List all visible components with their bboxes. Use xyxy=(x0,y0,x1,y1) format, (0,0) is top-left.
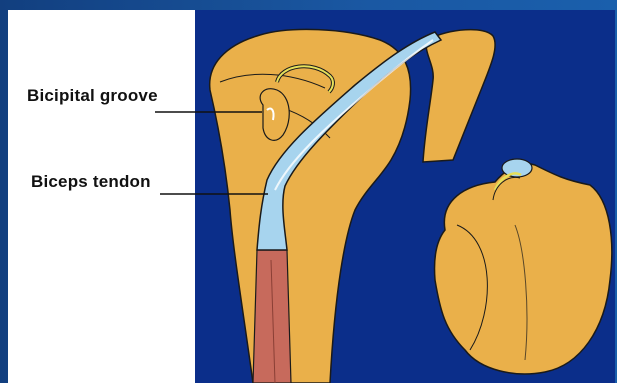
biceps-tendon-label: Biceps tendon xyxy=(31,172,151,192)
label-panel xyxy=(8,10,198,383)
lesser-tuberosity xyxy=(260,89,289,141)
bicipital-groove-label: Bicipital groove xyxy=(27,86,158,106)
shoulder-illustration xyxy=(195,10,615,383)
biceps-muscle xyxy=(253,250,291,383)
humeral-head-axial xyxy=(434,164,611,374)
